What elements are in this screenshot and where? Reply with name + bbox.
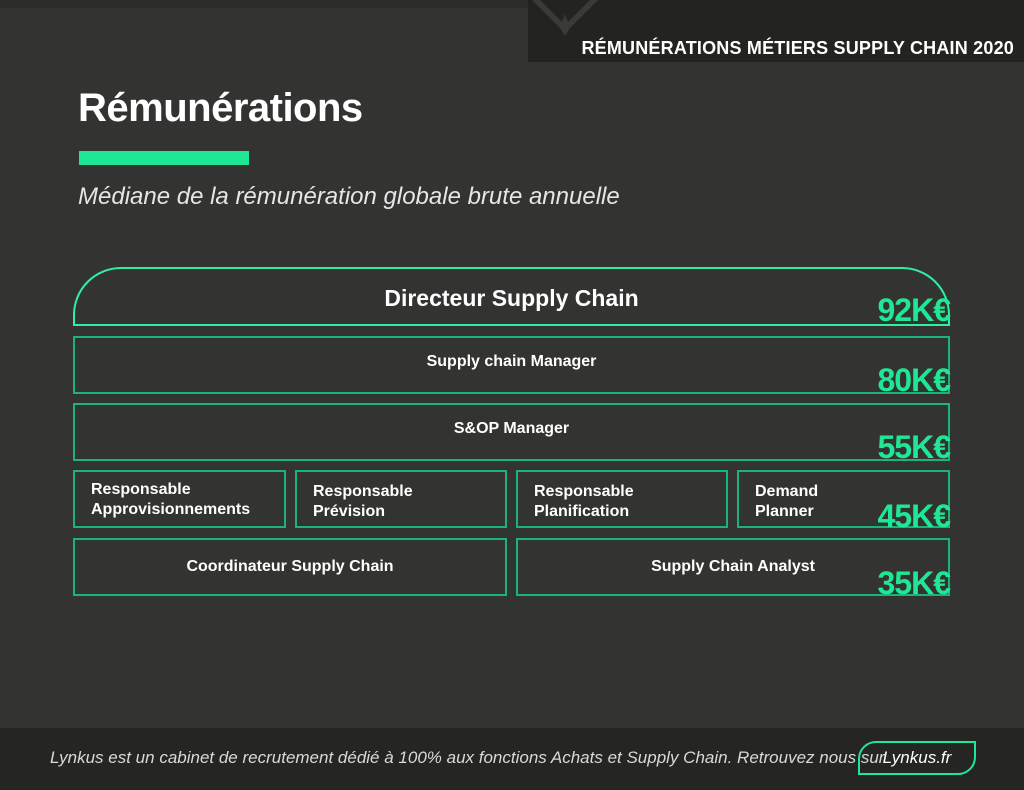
- header-title: RÉMUNÉRATIONS MÉTIERS SUPPLY CHAIN 2020: [581, 38, 1014, 58]
- website-link[interactable]: Lynkus.fr: [858, 741, 976, 775]
- role-label: Supply chain Manager: [426, 353, 597, 370]
- role-label: Responsable Planification: [534, 483, 634, 520]
- header-bar: RÉMUNÉRATIONS MÉTIERS SUPPLY CHAIN 2020: [528, 0, 1024, 62]
- footer-text: Lynkus est un cabinet de recrutement déd…: [50, 748, 885, 767]
- role-box-supply-chain-analyst: Supply Chain Analyst: [516, 538, 950, 596]
- role-box-directeur-supply-chain: Directeur Supply Chain: [73, 267, 950, 326]
- salary-value-level-1: 92K€: [877, 292, 951, 328]
- role-label: Directeur Supply Chain: [384, 285, 639, 311]
- role-box-responsable-planification: Responsable Planification: [516, 470, 728, 528]
- role-box-sop-manager: S&OP Manager: [73, 403, 950, 461]
- salary-value-level-2: 80K€: [877, 362, 951, 398]
- page-title: Rémunérations: [78, 86, 363, 130]
- role-box-demand-planner: Demand Planner: [737, 470, 950, 528]
- role-box-responsable-approvisionnements: Responsable Approvisionnements: [73, 470, 286, 528]
- eagle-wings-icon: [532, 0, 598, 36]
- role-box-responsable-prevision: Responsable Prévision: [295, 470, 507, 528]
- title-accent-line: [79, 151, 249, 165]
- top-strip: [0, 0, 1024, 8]
- role-label: S&OP Manager: [453, 420, 570, 437]
- role-box-coordinateur-supply-chain: Coordinateur Supply Chain: [73, 538, 507, 596]
- role-label: Responsable Prévision: [313, 483, 413, 520]
- salary-value-level-5: 35K€: [877, 565, 951, 601]
- role-box-supply-chain-manager: Supply chain Manager: [73, 336, 950, 394]
- role-label: Responsable Approvisionnements: [91, 481, 251, 518]
- page-subtitle: Médiane de la rémunération globale brute…: [78, 183, 620, 210]
- role-label: Demand Planner: [755, 483, 819, 520]
- salary-value-level-4: 45K€: [877, 498, 951, 534]
- footer-bar: [0, 728, 1024, 790]
- salary-value-level-3: 55K€: [877, 429, 951, 465]
- role-label: Supply Chain Analyst: [651, 558, 815, 575]
- role-label: Coordinateur Supply Chain: [186, 558, 394, 575]
